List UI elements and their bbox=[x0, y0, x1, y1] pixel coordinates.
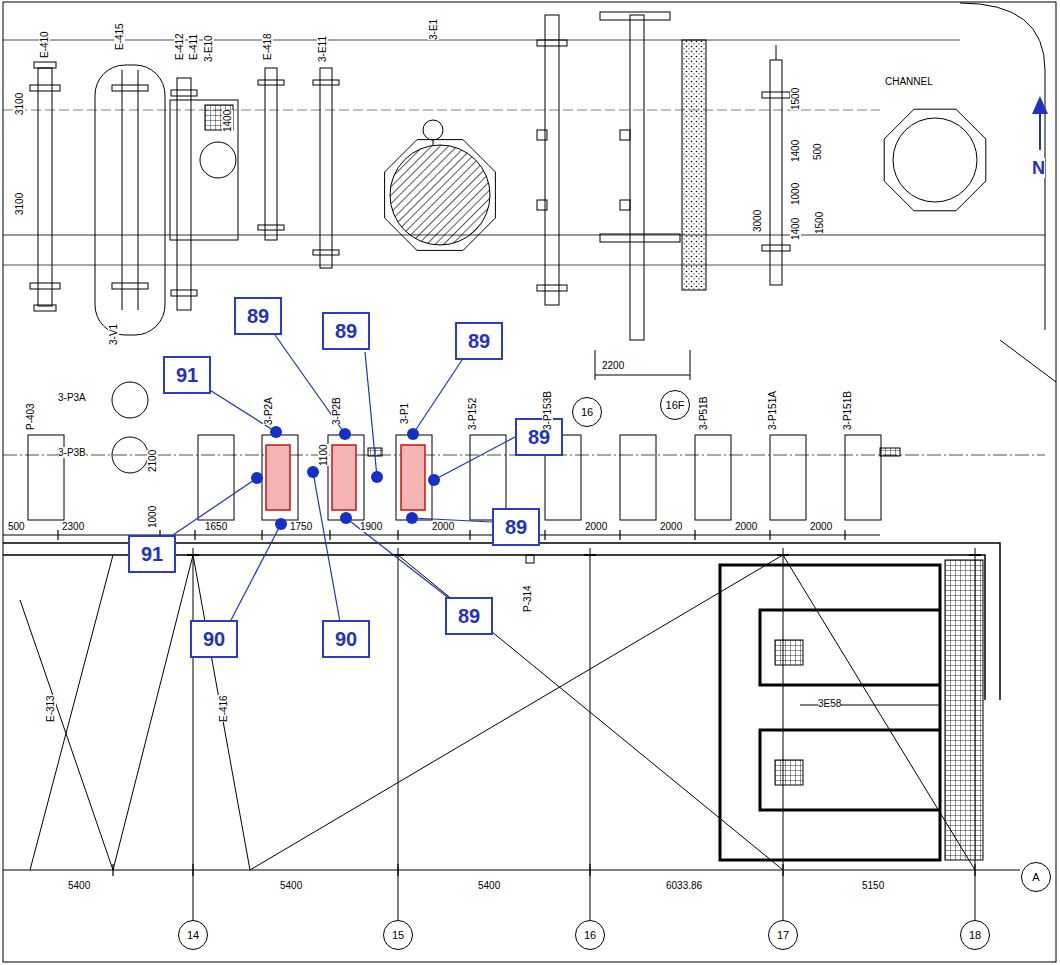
dimension-text: 1000 bbox=[790, 183, 801, 205]
dimension-text: 3100 bbox=[14, 93, 25, 115]
dimension-text: 5400 bbox=[68, 880, 90, 891]
equipment-tag: 3-P152 bbox=[467, 398, 478, 430]
dimension-text: 1500 bbox=[790, 88, 801, 110]
dimension-text: 5400 bbox=[280, 880, 302, 891]
equipment-tag: E-313 bbox=[45, 695, 56, 722]
dimension-text: 1500 bbox=[814, 212, 825, 234]
equipment-tag: 3-P2A bbox=[263, 397, 274, 425]
equipment-tag: 3-P3B bbox=[58, 447, 86, 458]
equipment-tag: E-416 bbox=[218, 695, 229, 722]
dimension-text: 2100 bbox=[147, 450, 158, 472]
dimension-text: 2000 bbox=[432, 521, 454, 532]
callout-number: 91 bbox=[176, 364, 198, 387]
grid-bubble: 15 bbox=[383, 920, 413, 950]
grid-number: 17 bbox=[777, 929, 789, 941]
centerline-label: CHANNEL bbox=[885, 76, 933, 87]
dimension-text: 1900 bbox=[360, 521, 382, 532]
equipment-tag: 3-V1 bbox=[108, 324, 119, 345]
equipment-tag: 3-P1 bbox=[399, 403, 410, 424]
dimension-text: 1400 bbox=[790, 140, 801, 162]
callout-number: 89 bbox=[458, 605, 480, 628]
equipment-tag: 3-E11 bbox=[317, 36, 328, 62]
dimension-text: 3000 bbox=[752, 210, 763, 232]
grid-number: 18 bbox=[969, 929, 981, 941]
callout-box: 89 bbox=[234, 297, 282, 335]
grid-bubble: A bbox=[1021, 862, 1051, 892]
grid-bubble: 16F bbox=[660, 390, 690, 420]
callout-number: 89 bbox=[335, 320, 357, 343]
callout-box: 91 bbox=[163, 356, 211, 394]
equipment-tag: E-415 bbox=[114, 23, 125, 50]
dimension-text: 2000 bbox=[810, 521, 832, 532]
callout-box: 89 bbox=[515, 418, 563, 456]
callout-number: 89 bbox=[468, 330, 490, 353]
dimension-text: 2000 bbox=[735, 521, 757, 532]
callout-box: 89 bbox=[455, 322, 503, 360]
dimension-text: 1000 bbox=[147, 506, 158, 528]
callout-box: 89 bbox=[492, 508, 540, 546]
callout-box: 91 bbox=[128, 535, 176, 573]
grid-bubble: 16 bbox=[575, 920, 605, 950]
equipment-tag: 3-P153B bbox=[542, 391, 553, 430]
grid-number: 15 bbox=[392, 929, 404, 941]
equipment-tag: P-314 bbox=[522, 585, 533, 612]
dimension-text: 1100 bbox=[318, 444, 329, 466]
grid-bubble: 14 bbox=[178, 920, 208, 950]
callout-number: 90 bbox=[335, 628, 357, 651]
dimension-text: 1400 bbox=[790, 218, 801, 240]
dimension-text: 2000 bbox=[585, 521, 607, 532]
north-label: N bbox=[1032, 158, 1045, 178]
grid-number: 14 bbox=[187, 929, 199, 941]
grid-bubble: 17 bbox=[768, 920, 798, 950]
equipment-tag: 3-P151B bbox=[842, 391, 853, 430]
grid-bubble: 16 bbox=[572, 397, 602, 427]
callout-number: 89 bbox=[247, 305, 269, 328]
grid-number: A bbox=[1032, 871, 1039, 883]
dimension-text: 1400 bbox=[222, 110, 233, 132]
callout-box: 90 bbox=[190, 620, 238, 658]
dimension-text: 5150 bbox=[862, 880, 884, 891]
dimension-text: 500 bbox=[812, 143, 823, 160]
equipment-tag: 3-P2B bbox=[331, 397, 342, 425]
equipment-tag: E-411 bbox=[188, 34, 199, 60]
dimension-text: 3100 bbox=[14, 193, 25, 215]
callout-number: 89 bbox=[505, 516, 527, 539]
grid-number: 16 bbox=[584, 929, 596, 941]
dimension-text: 1750 bbox=[290, 521, 312, 532]
grid-bubble: 18 bbox=[960, 920, 990, 950]
equipment-tag: 3-P151A bbox=[767, 391, 778, 430]
equipment-tag: 3-P3A bbox=[58, 392, 86, 403]
dimension-text: 1650 bbox=[205, 521, 227, 532]
dimension-text: 5400 bbox=[478, 880, 500, 891]
callout-box: 89 bbox=[322, 312, 370, 350]
equipment-tag: E-418 bbox=[262, 33, 273, 60]
dimension-text: 6033.86 bbox=[666, 880, 702, 891]
equipment-tag: P-403 bbox=[25, 403, 36, 430]
callout-number: 91 bbox=[141, 543, 163, 566]
callout-box: 90 bbox=[322, 620, 370, 658]
dimension-text: 2000 bbox=[660, 521, 682, 532]
equipment-tag: 3-E1 bbox=[428, 19, 439, 40]
grid-number: 16F bbox=[666, 399, 685, 411]
callout-number: 90 bbox=[203, 628, 225, 651]
callout-box: 89 bbox=[445, 597, 493, 635]
dimension-text: 2200 bbox=[602, 360, 624, 371]
equipment-tag: 3E58 bbox=[818, 698, 841, 709]
equipment-tag: 3-P51B bbox=[698, 397, 709, 430]
dimension-text: 500 bbox=[8, 521, 25, 532]
grid-number: 16 bbox=[581, 406, 593, 418]
dimension-text: 2300 bbox=[62, 521, 84, 532]
equipment-tag: E-410 bbox=[39, 31, 50, 58]
equipment-tag: E-412 bbox=[174, 33, 185, 60]
equipment-tag: 3-E10 bbox=[203, 35, 214, 62]
